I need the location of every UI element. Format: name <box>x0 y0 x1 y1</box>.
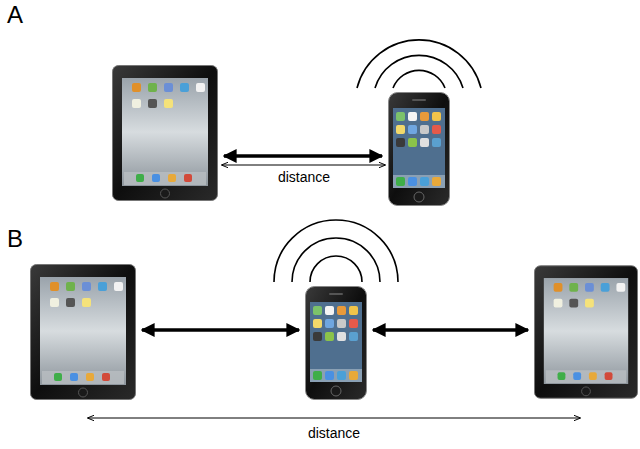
tablet <box>31 265 136 400</box>
signal-waves <box>274 220 398 282</box>
signal-waves <box>357 40 481 88</box>
distance-arrow <box>88 418 580 419</box>
tablet <box>113 66 218 201</box>
panel-letter: A <box>5 2 25 28</box>
panel-letter: B <box>5 226 25 252</box>
tablet <box>534 266 637 398</box>
distance-arrow <box>222 165 385 166</box>
link-arrow <box>373 328 528 332</box>
link-arrow <box>224 154 382 158</box>
link-arrow <box>142 328 299 332</box>
phone <box>306 287 367 400</box>
distance-label: distance <box>276 170 332 185</box>
phone <box>389 93 450 206</box>
distance-label: distance <box>306 426 362 441</box>
